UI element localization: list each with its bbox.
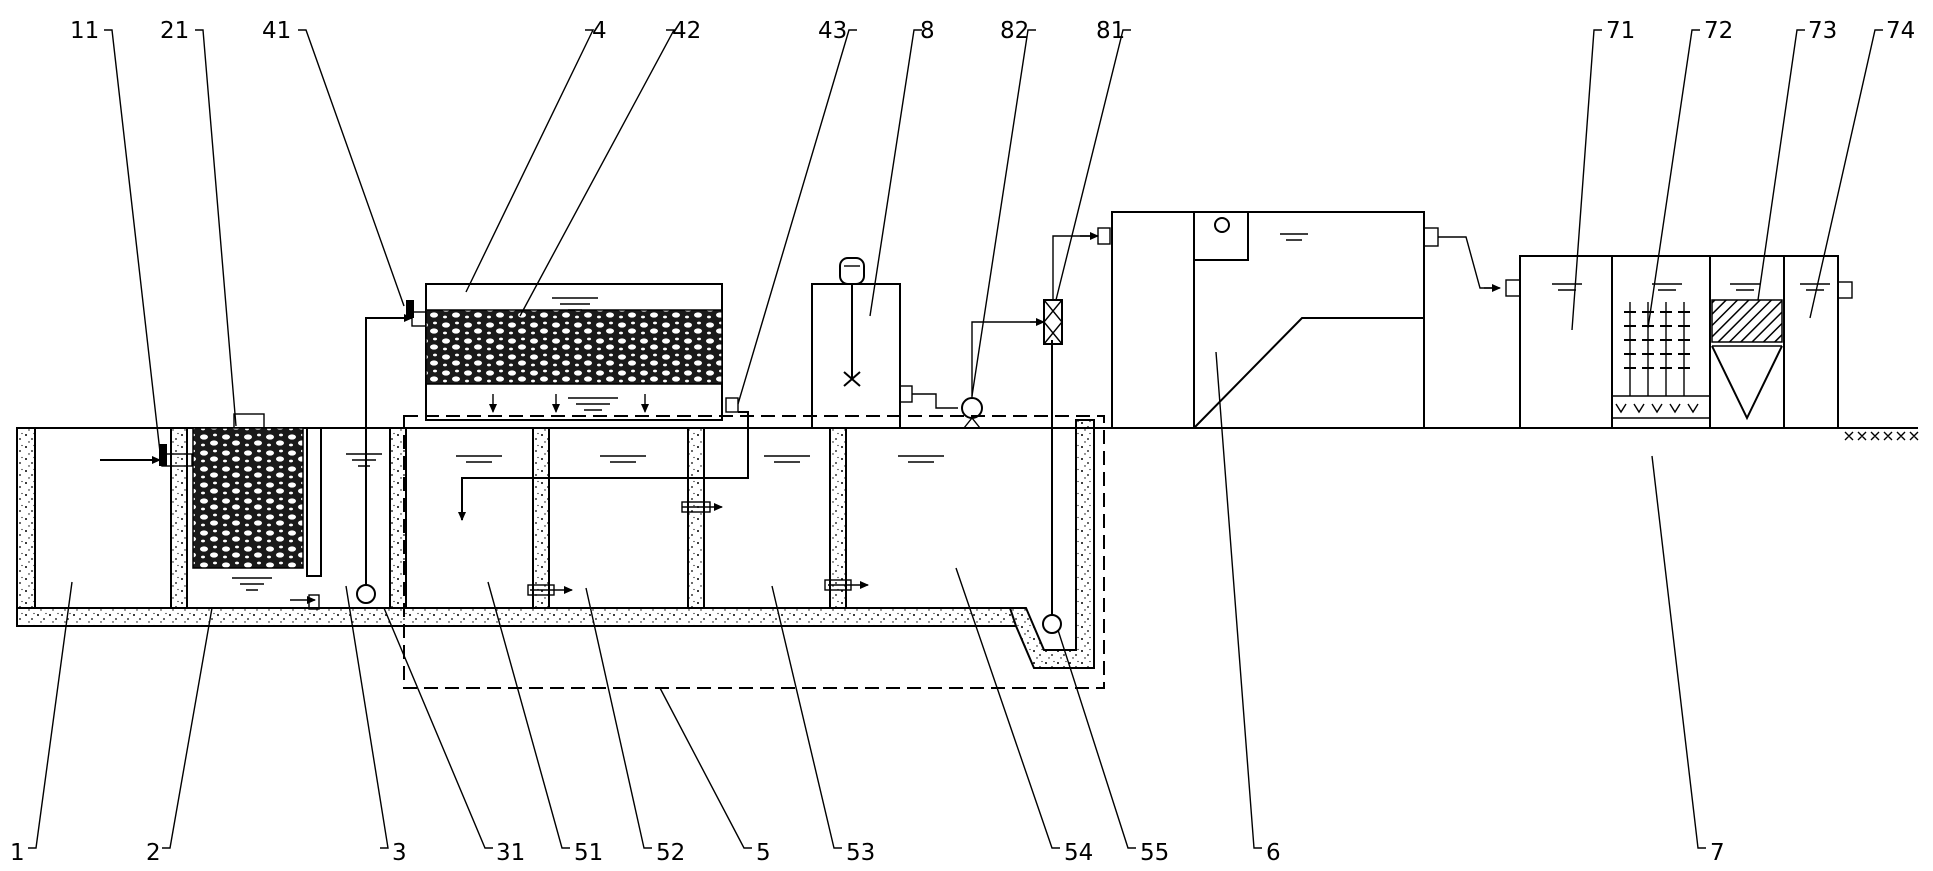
biological-treatment-tank-7 xyxy=(1505,255,1853,429)
label-71: 71 xyxy=(1606,18,1635,44)
label-51: 51 xyxy=(574,840,603,866)
label-1: 1 xyxy=(10,840,25,866)
label-81: 81 xyxy=(1096,18,1125,44)
label-53: 53 xyxy=(846,840,875,866)
label-82: 82 xyxy=(1000,18,1029,44)
label-73: 73 xyxy=(1808,18,1837,44)
label-21: 21 xyxy=(160,18,189,44)
label-3: 3 xyxy=(392,840,407,866)
label-11: 11 xyxy=(70,18,99,44)
label-52: 52 xyxy=(656,840,685,866)
label-31: 31 xyxy=(496,840,525,866)
leader-lines-bottom xyxy=(28,351,1706,849)
label-55: 55 xyxy=(1140,840,1169,866)
label-5: 5 xyxy=(756,840,771,866)
labels-bottom: 1 2 3 31 51 52 5 53 54 55 6 7 xyxy=(10,840,1725,866)
filter-tank-2 xyxy=(192,413,320,610)
label-43: 43 xyxy=(818,18,847,44)
underground-structure xyxy=(16,419,1095,669)
dosing-tank-8 xyxy=(811,257,1045,429)
grille-tank-1 xyxy=(100,444,193,467)
label-7: 7 xyxy=(1710,840,1725,866)
biofilter-tank-4 xyxy=(406,283,749,521)
label-72: 72 xyxy=(1704,18,1733,44)
anoxic-tank-group-5 xyxy=(403,340,1105,689)
label-54: 54 xyxy=(1064,840,1093,866)
plant-columns-72 xyxy=(1612,302,1710,419)
label-6: 6 xyxy=(1266,840,1281,866)
label-2: 2 xyxy=(146,840,161,866)
label-8: 8 xyxy=(920,18,935,44)
label-74: 74 xyxy=(1886,18,1915,44)
static-mixer-81 xyxy=(1043,227,1111,345)
label-4: 4 xyxy=(592,18,607,44)
label-42: 42 xyxy=(672,18,701,44)
labels-top: 11 21 41 4 42 43 8 82 81 71 72 73 74 xyxy=(70,18,1915,44)
leader-lines-top xyxy=(104,29,1883,453)
sedimentation-tank-6 xyxy=(1111,211,1501,429)
ground-symbol xyxy=(1844,427,1919,441)
label-41: 41 xyxy=(262,18,291,44)
